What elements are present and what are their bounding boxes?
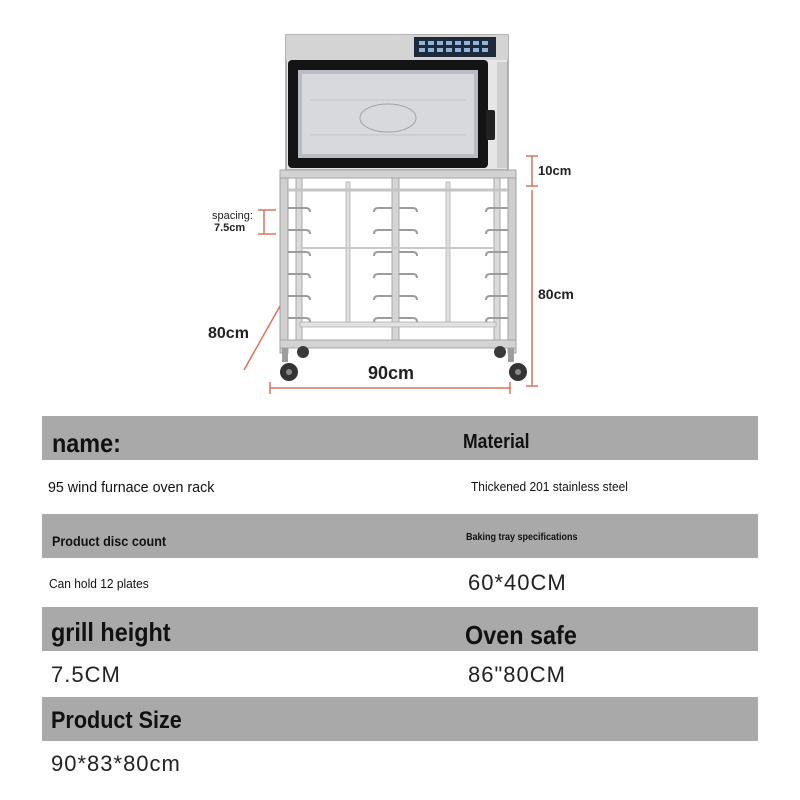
dimension-depth: 80cm	[208, 325, 249, 342]
oven-handle	[486, 110, 495, 140]
oven	[285, 34, 509, 171]
grill-height-label: grill height	[51, 617, 171, 647]
control-panel	[414, 37, 496, 57]
product-image-oven-rack	[243, 34, 538, 394]
oven-safe-value: 86"80CM	[468, 662, 566, 687]
dimension-height: 80cm	[538, 286, 574, 302]
dimension-spacing-value: 7.5cm	[214, 222, 246, 234]
dimension-top-gap: 10cm	[538, 163, 572, 178]
name-label: name:	[52, 428, 121, 458]
spec-header-band-disc-count	[42, 514, 758, 558]
tray-spec-value: 60*40CM	[468, 570, 567, 595]
spec-header-band-product-size	[42, 697, 758, 741]
spec-header-band-name	[42, 416, 758, 460]
name-value: 95 wind furnace oven rack	[48, 479, 215, 496]
disc-count-label: Product disc count	[52, 533, 167, 549]
oven-safe-label: Oven safe	[465, 620, 577, 650]
dimension-spacing-label: spacing:	[212, 210, 253, 222]
spec-header-band-grill-height	[42, 607, 758, 651]
product-size-value: 90*83*80cm	[51, 751, 181, 776]
disc-count-value: Can hold 12 plates	[49, 576, 149, 591]
tray-spec-label: Baking tray specifications	[466, 532, 578, 543]
dimension-width: 90cm	[368, 363, 415, 383]
dimension-lines	[243, 155, 538, 394]
grill-height-value: 7.5CM	[51, 662, 121, 687]
casters	[280, 346, 527, 381]
rack	[279, 169, 517, 354]
material-value: Thickened 201 stainless steel	[471, 479, 628, 494]
material-label: Material	[463, 431, 530, 453]
product-size-label: Product Size	[51, 707, 182, 734]
